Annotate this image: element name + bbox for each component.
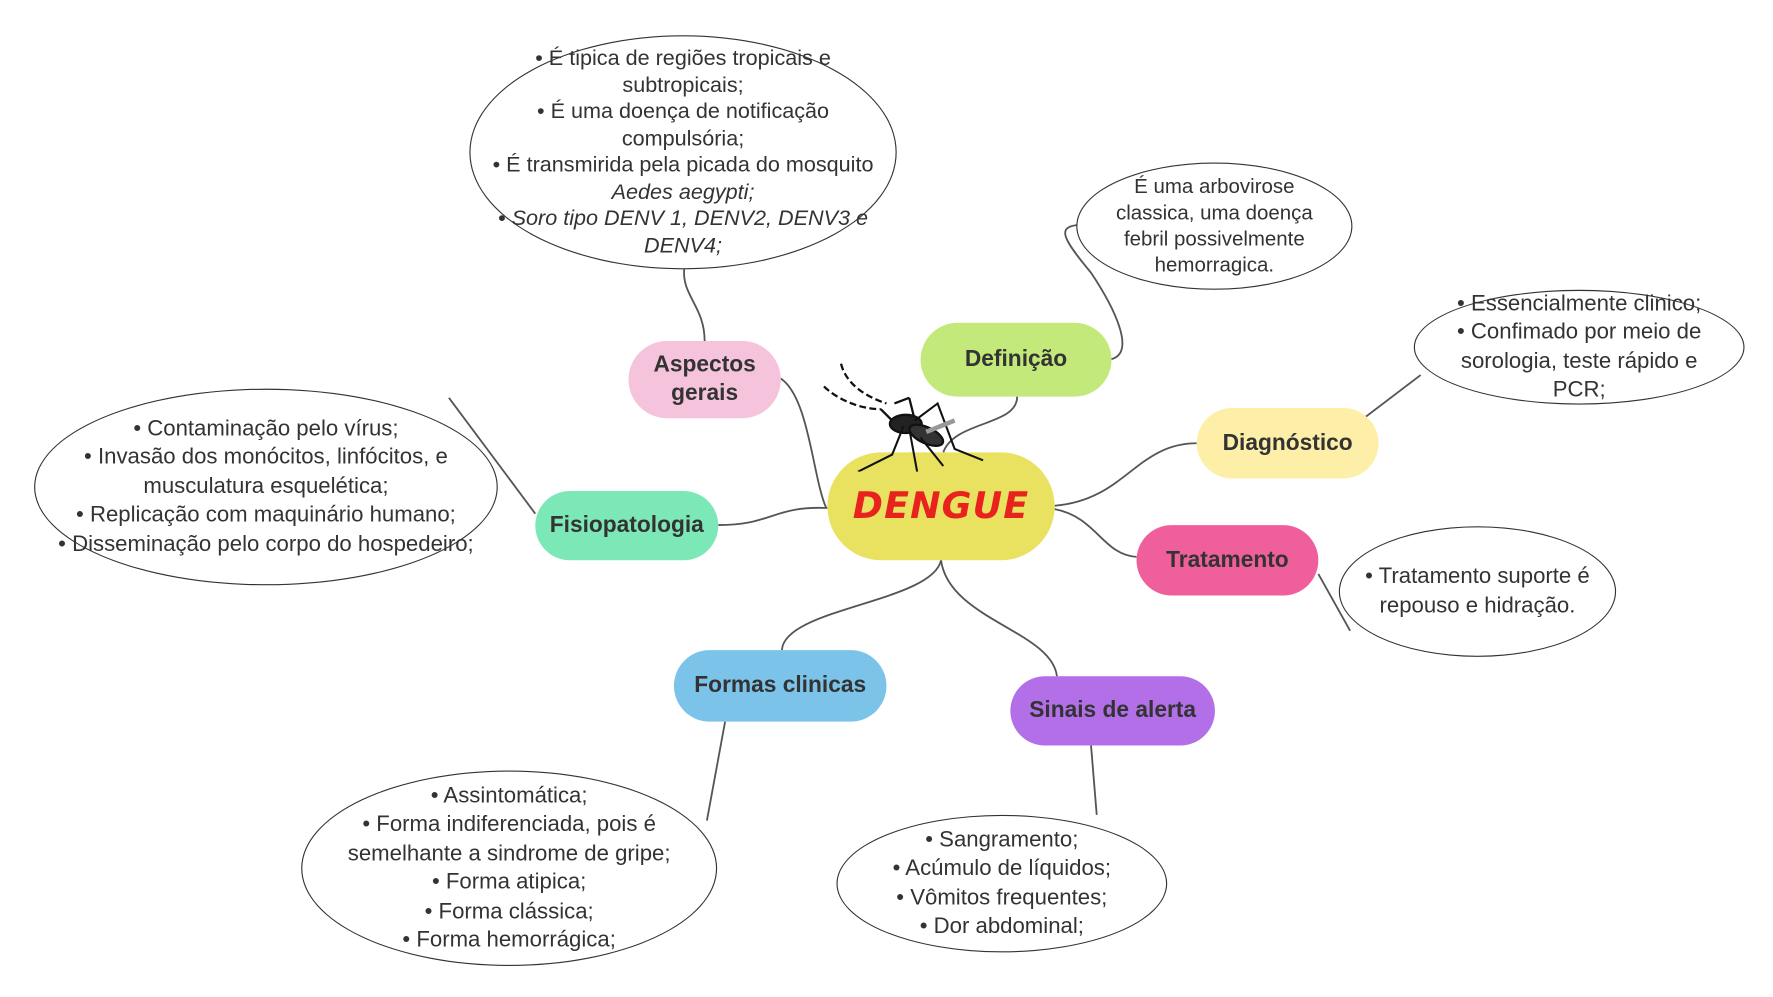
aspectos-item: É tipica de regiões tropicais e subtropi… bbox=[480, 45, 887, 98]
connector-diagnostico-bubble bbox=[1363, 374, 1422, 419]
fisio-item: Invasão dos monócitos, linfócitos, e mus… bbox=[58, 444, 474, 502]
aspectos-item: Soro tipo DENV 1, DENV2, DENV3 e DENV4; bbox=[480, 206, 887, 259]
node-formas-clinicas[interactable]: Formas clinicas bbox=[673, 650, 887, 722]
formas-item: Forma hemorrágica; bbox=[318, 926, 700, 955]
aspectos-item: É uma doença de notificação compulsória; bbox=[480, 99, 887, 152]
definicao-bubble: É uma arbovirose classica, uma doença fe… bbox=[1076, 162, 1353, 290]
node-label: Sinais de alerta bbox=[1029, 697, 1197, 723]
fisio-item: Contaminação pelo vírus; bbox=[58, 415, 474, 444]
connector-formas-bubble bbox=[706, 721, 726, 821]
formas-bubble: Assintomática; Forma indiferenciada, poi… bbox=[301, 770, 718, 967]
node-label: Diagnóstico bbox=[1222, 430, 1353, 456]
node-aspectos-gerais[interactable]: Aspectos gerais bbox=[628, 340, 781, 419]
node-diagnostico[interactable]: Diagnóstico bbox=[1196, 408, 1379, 479]
diagnostico-bubble: Essencialmente clinico; Confimado por me… bbox=[1413, 289, 1745, 405]
connector-aspectos-bubble bbox=[683, 269, 706, 341]
connector-tratamento bbox=[1054, 508, 1137, 558]
sinais-item: Acúmulo de líquidos; bbox=[893, 855, 1111, 884]
fisio-item: Disseminação pelo corpo do hospedeiro; bbox=[58, 530, 474, 559]
connector-definicao-bubble bbox=[1064, 224, 1124, 361]
node-dengue[interactable]: DENGUE bbox=[827, 452, 1055, 561]
formas-item: Forma clássica; bbox=[318, 897, 700, 926]
aspectos-bubble: É tipica de regiões tropicais e subtropi… bbox=[469, 35, 897, 270]
diagnostico-item: Essencialmente clinico; bbox=[1435, 289, 1723, 318]
node-label: Definição bbox=[964, 346, 1068, 372]
node-label: Tratamento bbox=[1166, 547, 1289, 573]
aspectos-item: É transmirida pela picada do mosquito bbox=[480, 152, 887, 179]
formas-item: Forma atipica; bbox=[318, 868, 700, 897]
sinais-item: Sangramento; bbox=[893, 826, 1111, 855]
connector-sinais-bubble bbox=[1090, 745, 1098, 815]
node-label: Formas clinicas bbox=[694, 672, 867, 698]
sinais-bubble: Sangramento; Acúmulo de líquidos; Vômito… bbox=[836, 814, 1168, 953]
tratamento-bubble: Tratamento suporte é repouso e hidração. bbox=[1338, 526, 1617, 657]
node-definicao[interactable]: Definição bbox=[920, 322, 1112, 397]
sinais-item: Dor abdominal; bbox=[893, 913, 1111, 942]
connector-diagnostico bbox=[1054, 442, 1197, 507]
diagnostico-item: Confimado por meio de sorologia, teste r… bbox=[1435, 318, 1723, 405]
connector-tratamento-bubble bbox=[1317, 573, 1351, 632]
node-sinais-de-alerta[interactable]: Sinais de alerta bbox=[1010, 676, 1215, 746]
node-label: Fisiopatologia bbox=[549, 512, 704, 538]
connector-fisio bbox=[718, 506, 828, 526]
connector-sinais bbox=[940, 560, 1058, 677]
mosquito-icon bbox=[823, 363, 984, 472]
sinais-item: Vômitos frequentes; bbox=[893, 884, 1111, 913]
connector-formas bbox=[781, 560, 942, 651]
node-label: Aspectos gerais bbox=[653, 352, 756, 406]
definicao-text: É uma arbovirose classica, uma doença fe… bbox=[1115, 175, 1313, 277]
fisio-bubble: Contaminação pelo vírus; Invasão dos mon… bbox=[34, 388, 498, 586]
node-tratamento[interactable]: Tratamento bbox=[1136, 525, 1319, 596]
connector-definicao bbox=[942, 396, 1019, 453]
node-fisiopatologia[interactable]: Fisiopatologia bbox=[535, 490, 719, 561]
tratamento-item: Tratamento suporte é repouso e hidração. bbox=[1356, 563, 1599, 621]
aspectos-item-species: Aedes aegypti; bbox=[611, 180, 755, 205]
fisio-item: Replicação com maquinário humano; bbox=[58, 501, 474, 530]
formas-item: Assintomática; bbox=[318, 781, 700, 810]
connector-aspectos bbox=[780, 377, 828, 509]
formas-item: Forma indiferenciada, pois é semelhante … bbox=[318, 810, 700, 868]
center-label: DENGUE bbox=[852, 484, 1030, 528]
